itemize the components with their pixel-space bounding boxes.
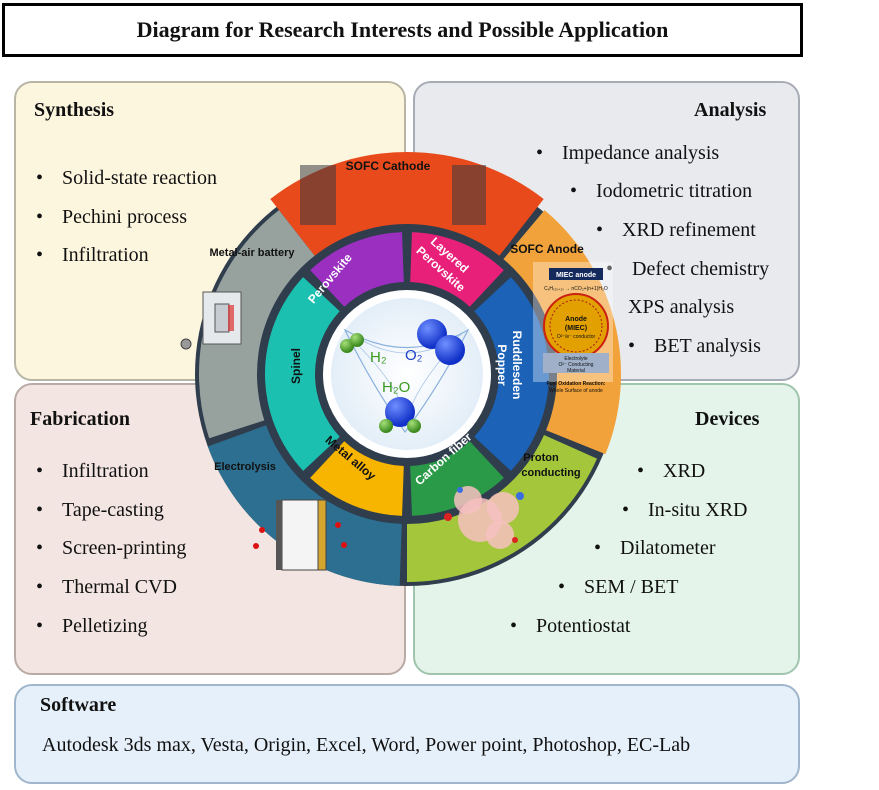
fuel-ox-text-1: Fuel Oxidation Reaction: bbox=[547, 381, 606, 387]
fuel-ox-text-2: Whole Surface of anode bbox=[549, 388, 603, 394]
h2-label: H₂ bbox=[370, 349, 387, 366]
proton-conducting-label-1: Proton bbox=[523, 452, 559, 464]
analysis-item: Iodometric titration bbox=[570, 180, 752, 203]
metal-air-battery-segment bbox=[199, 210, 315, 439]
h2o-hydrogen-icon bbox=[407, 419, 421, 433]
ruddlesden-popper-label-2: Popper bbox=[495, 344, 509, 386]
synthesis-heading: Synthesis bbox=[34, 99, 115, 121]
h2-atom-icon bbox=[350, 333, 364, 347]
fabrication-item: Thermal CVD bbox=[36, 576, 177, 599]
fabrication-item: Infiltration bbox=[36, 460, 149, 483]
sofc-cathode-label: SOFC Cathode bbox=[346, 159, 431, 173]
center-inner-disc bbox=[331, 298, 483, 450]
proton-conducting-label-2: conducting bbox=[521, 467, 580, 479]
anode-inset-text-3: O²⁻/e⁻ conductor bbox=[557, 334, 596, 340]
metal-air-battery-label: Metal-air battery bbox=[210, 247, 296, 259]
center-net-shape bbox=[343, 328, 470, 434]
miec-anode-title: MIEC anode bbox=[556, 272, 596, 279]
metal-air-battery-image bbox=[180, 291, 242, 350]
h2o-oxygen-icon bbox=[385, 397, 415, 427]
inner-ring bbox=[264, 232, 549, 516]
perovskite-segment bbox=[310, 232, 404, 307]
metal-alloy-segment bbox=[310, 441, 404, 516]
software-heading: Software bbox=[40, 694, 117, 716]
analysis-item: XPS analysis bbox=[602, 296, 734, 319]
devices-item: Potentiostat bbox=[510, 615, 630, 638]
electrolyte-text-1: Electrolyte bbox=[564, 356, 588, 362]
cathode-device-image bbox=[300, 165, 336, 225]
o2-label: O₂ bbox=[405, 347, 423, 364]
anode-inset-text-1: Anode bbox=[565, 316, 587, 323]
proton-conducting-molecule-image bbox=[444, 486, 524, 549]
layered-perovskite-segment bbox=[410, 232, 504, 307]
carbon-fiber-segment bbox=[410, 441, 504, 516]
spinel-segment bbox=[264, 277, 340, 471]
electrolyte-text-2: O²⁻ Conducting bbox=[559, 362, 594, 368]
software-panel bbox=[14, 684, 800, 784]
h2o-hydrogen-icon bbox=[379, 419, 393, 433]
electrolysis-label: Electrolysis bbox=[214, 461, 276, 473]
devices-item: SEM / BET bbox=[558, 576, 678, 599]
diagram-title: Diagram for Research Interests and Possi… bbox=[2, 3, 803, 57]
anode-inset-text-2: (MIEC) bbox=[565, 325, 587, 332]
devices-heading: Devices bbox=[695, 408, 760, 430]
devices-item: In-situ XRD bbox=[622, 499, 747, 522]
fuel-equation: CₓH₍₂ₓ₊₂₎ → nCO₂+(n+1)H₂O bbox=[544, 286, 608, 292]
fabrication-item: Screen-printing bbox=[36, 537, 186, 560]
software-list-text: Autodesk 3ds max, Vesta, Origin, Excel, … bbox=[42, 734, 691, 756]
ruddlesden-popper-label-1: Ruddlesden bbox=[510, 331, 524, 400]
analysis-item: XRD refinement bbox=[596, 219, 756, 242]
o2-atom-icon bbox=[435, 335, 465, 365]
electrolysis-cell-image bbox=[253, 499, 347, 571]
fabrication-item: Pelletizing bbox=[36, 615, 148, 638]
analysis-item: Defect chemistry bbox=[606, 258, 769, 281]
synthesis-item: Solid-state reaction bbox=[36, 167, 217, 190]
synthesis-item: Pechini process bbox=[36, 206, 187, 229]
sofc-anode-inset: MIEC anode CₓH₍₂ₓ₊₂₎ → nCO₂+(n+1)H₂O Ano… bbox=[533, 262, 613, 394]
devices-item: Dilatometer bbox=[594, 537, 716, 560]
cathode-device-image bbox=[452, 165, 486, 225]
analysis-heading: Analysis bbox=[694, 99, 767, 121]
analysis-item: Impedance analysis bbox=[536, 142, 719, 165]
fabrication-heading: Fabrication bbox=[30, 408, 130, 430]
h2o-label: H₂O bbox=[382, 379, 410, 396]
devices-item: XRD bbox=[637, 460, 705, 483]
spinel-label: Spinel bbox=[289, 348, 303, 384]
analysis-item: BET analysis bbox=[628, 335, 761, 358]
ruddlesden-popper-segment bbox=[474, 277, 549, 471]
synthesis-item: Infiltration bbox=[36, 244, 149, 267]
electrolyte-text-3: Material bbox=[567, 368, 585, 374]
fabrication-item: Tape-casting bbox=[36, 499, 164, 522]
sofc-anode-label: SOFC Anode bbox=[510, 242, 584, 256]
